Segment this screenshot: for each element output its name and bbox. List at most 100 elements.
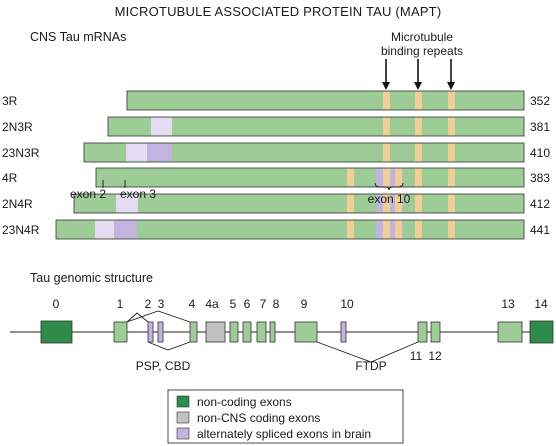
legend-label: non-coding exons [197,395,292,409]
repeat-domain [448,91,455,110]
diagram-title: MICROTUBULE ASSOCIATED PROTEIN TAU (MAPT… [115,4,442,19]
genomic-section-label: Tau genomic structure [30,271,153,285]
legend-label: alternately spliced exons in brain [197,427,371,441]
genomic-exon-label: 10 [340,297,354,311]
genomic-exon-box [157,321,164,343]
isoform-length: 381 [530,120,550,134]
genomic-exon-5: 5 [229,297,239,343]
genomic-exon-box [294,321,318,343]
repeat-domain [448,168,455,187]
genomic-exon-box [430,321,441,343]
legend-item: non-coding exons [176,395,292,409]
repeat-domain [383,220,390,239]
genomic-exon-label: 4a [205,297,219,311]
legend-label: non-CNS coding exons [197,411,320,425]
genomic-exon-label: 13 [501,297,515,311]
legend-item: non-CNS coding exons [176,411,320,425]
repeat-domain [415,194,422,213]
legend-box [167,389,404,444]
isoform-row-23N3R: 23N3R 410 [2,142,550,163]
repeat-domain [415,117,422,136]
alt-exon-segment [116,194,138,213]
repeats-label-line2: binding repeats [381,44,463,58]
alt-exon-segment [114,220,137,239]
genomic-exon-4a: 4a [205,297,226,343]
repeat-domain [383,117,390,136]
genomic-exon-box [269,321,276,343]
genomic-exon-1: 1 [113,297,128,343]
genomic-exon-label: 0 [53,297,60,311]
genomic-exon-box [205,321,226,343]
alt-exon-segment [147,143,172,162]
genomic-exon-7: 7 [256,297,267,343]
repeat-domain [448,194,455,213]
genomic-exon-8: 8 [269,297,280,343]
legend-item: alternately spliced exons in brain [176,427,371,441]
genomic-exon-label: 12 [428,349,442,363]
genomic-exon-box [417,321,428,343]
genomic-exon-label: 11 [410,349,423,363]
isoform-length: 383 [530,171,550,185]
genomic-exon-label: 14 [534,297,548,311]
isoform-bar [55,219,525,240]
genomic-exon-label: 3 [158,297,165,311]
repeat-domain [448,117,455,136]
genomic-exon-box [256,321,267,343]
genomic-exon-3: 3 [157,297,165,343]
isoform-name: 2N4R [2,197,33,211]
disease-label-ftdp: FTDP [355,359,386,373]
splice-line-exon2-exon4 [147,341,191,351]
repeat-domain [395,194,402,213]
legend-swatch [176,395,190,408]
genomic-exon-label: 8 [273,297,280,311]
genomic-exon-2: 2 [145,297,154,343]
repeat-domain [415,220,422,239]
genomic-exon-label: 5 [230,297,237,311]
isoform-bar [73,193,525,214]
repeat-domain [383,143,390,162]
repeats-label-line1: Microtubule [391,30,453,44]
exon2-label: exon 2 [70,187,106,201]
genomic-exon-12: 12 [428,321,442,363]
repeat-domain [415,168,422,187]
genomic-exon-9: 9 [294,297,318,343]
repeat-domain [448,220,455,239]
isoform-name: 2N3R [2,120,33,134]
genomic-exon-10: 10 [340,297,354,343]
genomic-exon-label: 1 [117,297,124,311]
genomic-exon-label: 7 [260,297,267,311]
repeat-domain [383,194,390,213]
genomic-exon-box [497,321,523,343]
repeat-domain [347,194,354,213]
isoform-row-2N3R: 2N3R 381 [2,116,550,137]
genomic-exon-label: 4 [189,297,196,311]
repeat-domain [395,168,402,187]
genomic-exon-14: 14 [529,297,554,344]
alt-exon-segment [95,220,114,239]
genomic-exon-0: 0 [40,297,73,344]
repeat-domain [448,143,455,162]
genomic-exon-box [147,321,154,343]
isoform-length: 352 [530,94,550,108]
repeat-domain [383,91,390,110]
splice-line-exon3 [126,310,191,323]
repeat-domain [347,168,354,187]
repeat-domain [395,220,402,239]
isoform-name: 23N3R [2,146,40,160]
genomic-exon-11: 11 [410,321,428,363]
genomic-exon-label: 2 [145,297,152,311]
isoform-bar [95,167,525,188]
isoform-bar [83,142,525,163]
genomic-exon-box [40,320,73,344]
isoform-length: 410 [530,146,550,160]
genomic-exon-label: 9 [301,297,308,311]
repeat-domain [415,91,422,110]
genomic-exon-6: 6 [242,297,252,343]
legend-swatch [176,411,190,424]
genomic-exon-4: 4 [189,297,198,343]
genomic-exon-box [529,320,554,344]
